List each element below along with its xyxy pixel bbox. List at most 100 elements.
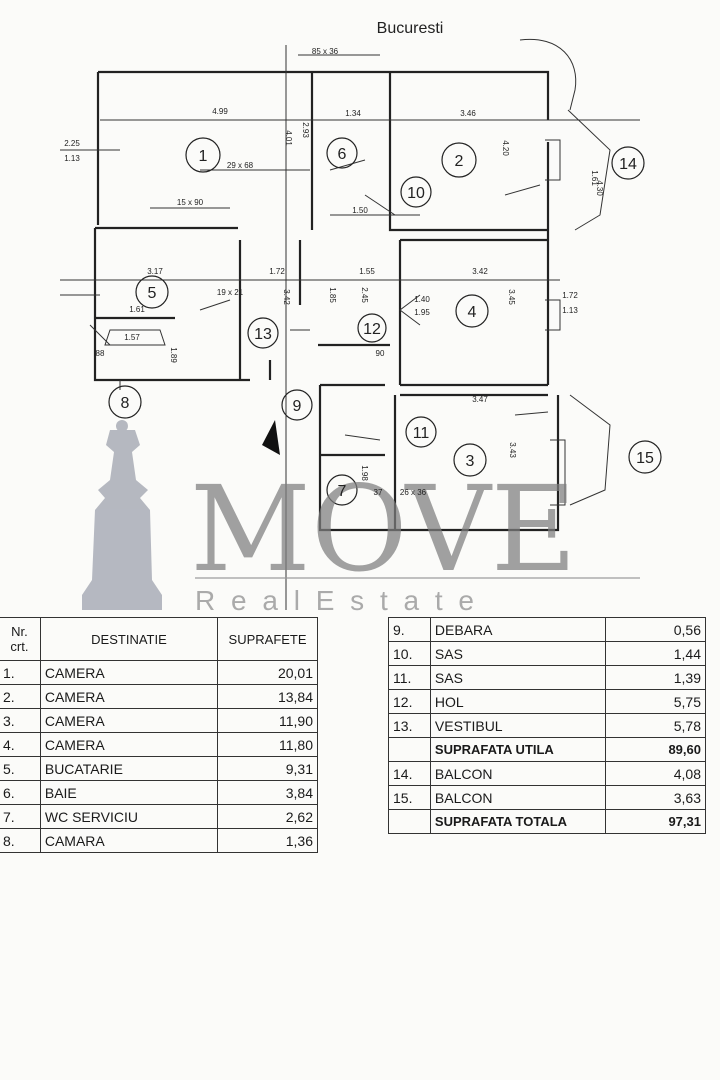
dimension-label: 1.13 <box>562 306 578 315</box>
room-number: 14 <box>619 156 637 173</box>
room-number: 6 <box>338 146 347 163</box>
dimension-label: 1.95 <box>414 308 430 317</box>
cell-area: 9,31 <box>217 756 318 781</box>
cell-name: CAMERA <box>39 708 219 733</box>
cell-area: 1,36 <box>217 828 318 853</box>
cell-name: CAMERA <box>39 732 219 757</box>
room-number: 8 <box>121 395 130 412</box>
room-number: 5 <box>148 285 157 302</box>
cell-nr: 4. <box>0 732 41 757</box>
cell-name: WC SERVICIU <box>39 804 219 829</box>
cell-name: BUCATARIE <box>39 756 219 781</box>
cell-nr: 12. <box>388 689 431 714</box>
plan-walls <box>93 70 560 532</box>
dimension-label: 4.30 <box>595 180 604 196</box>
north-arrow-icon <box>262 420 280 455</box>
room-number: 7 <box>338 483 347 500</box>
cell-name: BALCON <box>429 761 607 786</box>
cell-nr: 6. <box>0 780 41 805</box>
room-number: 4 <box>468 304 477 321</box>
dimension-label: 3.42 <box>472 267 488 276</box>
cell-area: 1,44 <box>605 641 706 666</box>
cell-name: SUPRAFATA TOTALA <box>429 809 607 834</box>
cell-nr: 1. <box>0 660 41 685</box>
dimension-label: 1.40 <box>414 295 430 304</box>
cell-nr: 2. <box>0 684 41 709</box>
cell-nr <box>388 809 431 834</box>
dimension-label: 26 x 36 <box>400 488 427 497</box>
cell-nr: 13. <box>388 713 431 738</box>
cell-nr: 9. <box>388 617 431 642</box>
dimension-label: 3.47 <box>472 395 488 404</box>
dimension-label: 15 x 90 <box>177 198 204 207</box>
watermark-brand: MOVE <box>190 460 577 598</box>
cell-nr: 7. <box>0 804 41 829</box>
cell-name: BAIE <box>39 780 219 805</box>
dimension-label: 1.34 <box>345 109 361 118</box>
header-destinatie: DESTINATIE <box>39 617 219 661</box>
cell-area: 20,01 <box>217 660 318 685</box>
dimension-label: 1.13 <box>64 154 80 163</box>
dimension-label: 4.20 <box>501 140 510 156</box>
cell-name: HOL <box>429 689 607 714</box>
cell-area: 0,56 <box>605 617 706 642</box>
header-nr: Nr. crt. <box>0 617 41 661</box>
cell-area: 5,75 <box>605 689 706 714</box>
cell-area: 11,80 <box>217 732 318 757</box>
dimension-label: 3.42 <box>282 289 291 305</box>
dimension-label: 1.55 <box>359 267 375 276</box>
room-circles <box>108 137 662 506</box>
cell-area: 4,08 <box>605 761 706 786</box>
cell-area: 13,84 <box>217 684 318 709</box>
dimension-label: 29 x 68 <box>227 161 254 170</box>
cell-name: SAS <box>429 641 607 666</box>
dimension-label: 1.89 <box>169 347 178 363</box>
cell-area: 89,60 <box>605 737 706 762</box>
dimension-label: 3.45 <box>507 289 516 305</box>
cell-name: CAMERA <box>39 684 219 709</box>
room-number: 2 <box>455 153 464 170</box>
dimension-label: 1.98 <box>360 465 369 481</box>
room-number: 3 <box>466 453 475 470</box>
room-number: 13 <box>254 326 272 343</box>
cell-name: CAMERA <box>39 660 219 685</box>
cell-nr: 11. <box>388 665 431 690</box>
dimension-label: 3.46 <box>460 109 476 118</box>
watermark-tagline: R e a l E s t a t e <box>195 585 478 615</box>
dimension-label: 85 x 36 <box>312 47 339 56</box>
cell-area: 1,39 <box>605 665 706 690</box>
cell-nr: 5. <box>0 756 41 781</box>
dimension-label: 2.45 <box>360 287 369 303</box>
dimension-label: 2.93 <box>301 122 310 138</box>
dimension-label: 1.57 <box>124 333 140 342</box>
dimension-label: 3.43 <box>508 442 517 458</box>
cell-nr: 10. <box>388 641 431 666</box>
dimension-label: 88 <box>96 349 105 358</box>
dimension-label: 19 x 21 <box>217 288 244 297</box>
plan-details <box>60 38 640 610</box>
cell-area: 3,63 <box>605 785 706 810</box>
cell-name: BALCON <box>429 785 607 810</box>
cell-area: 11,90 <box>217 708 318 733</box>
cell-name: CAMARA <box>39 828 219 853</box>
cell-area: 5,78 <box>605 713 706 738</box>
dimension-label: 37 <box>374 488 383 497</box>
cell-nr: 15. <box>388 785 431 810</box>
dimension-label: 1.61 <box>129 305 145 314</box>
room-number: 9 <box>293 398 302 415</box>
